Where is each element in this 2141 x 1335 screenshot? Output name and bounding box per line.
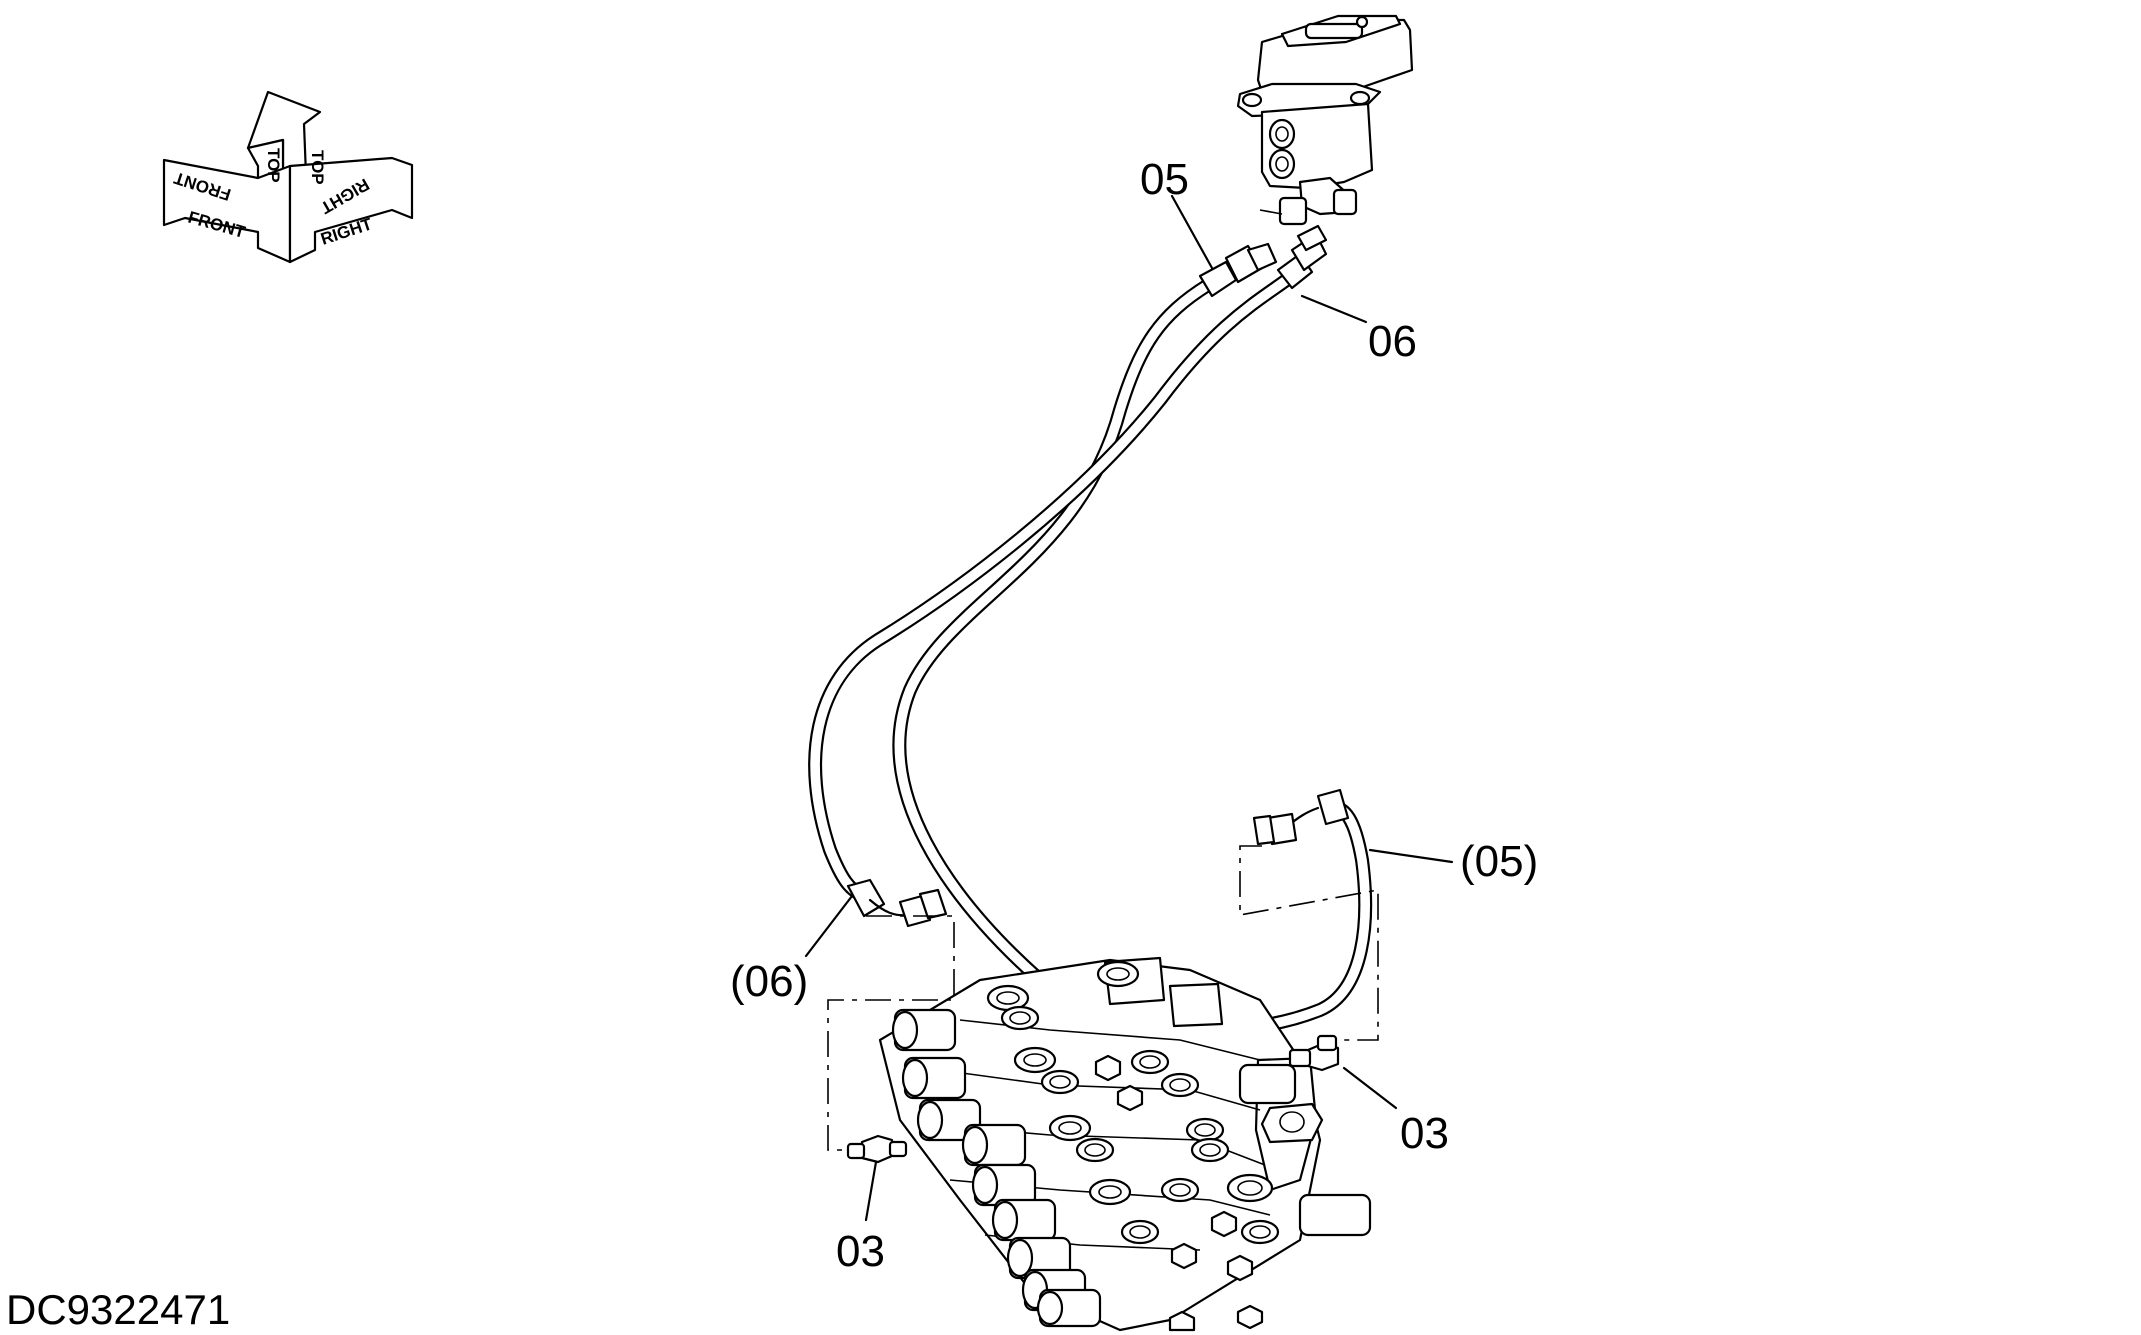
hose-05-lower-fitting (1252, 788, 1350, 846)
callout-03-left: 03 (836, 1227, 885, 1276)
hose-05 (892, 278, 1373, 1036)
valve-right-caps (1238, 1063, 1372, 1237)
orientation-symbol: FRONT TOP TOP RIGHT FRONT RIGHT (162, 90, 414, 264)
adapter-03-right (1288, 1034, 1340, 1072)
valve-spool-caps (891, 1008, 1102, 1328)
hose-05-upper-fitting (1198, 242, 1278, 298)
hose-06 (808, 269, 1299, 902)
leader-lines (804, 194, 1454, 1222)
callout-05: 05 (1140, 155, 1189, 204)
callout-06: 06 (1368, 317, 1417, 366)
callout-03-right: 03 (1400, 1109, 1449, 1158)
drawing-id: DC9322471 (6, 1286, 230, 1333)
control-valve (878, 956, 1372, 1332)
hose-06-upper-fitting (1276, 224, 1328, 290)
adapter-03-left (846, 1134, 908, 1164)
orientation-top-right: TOP (308, 150, 327, 185)
callout-05-ref: (05) (1460, 837, 1538, 886)
connection-lines (827, 845, 1379, 1151)
orientation-top-upper: TOP (264, 148, 283, 183)
callout-06-ref: (06) (730, 957, 808, 1006)
valve-bolts (1094, 1054, 1264, 1332)
pilot-valve (1236, 14, 1414, 226)
valve-ports (986, 960, 1280, 1245)
hose-06-lower-fitting (846, 878, 948, 928)
